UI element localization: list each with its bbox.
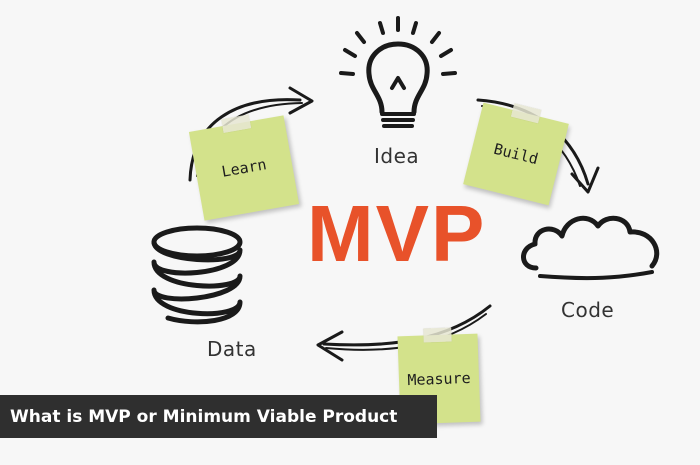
cloud-icon xyxy=(521,215,660,281)
center-title: MVP xyxy=(307,189,487,278)
note-label-learn: Learn xyxy=(220,155,268,181)
tape xyxy=(423,327,452,343)
caption-text: What is MVP or Minimum Viable Product xyxy=(10,406,398,427)
caption-bar: What is MVP or Minimum Viable Product xyxy=(0,395,437,438)
node-label-data: Data xyxy=(207,337,257,361)
node-label-idea: Idea xyxy=(374,144,420,168)
note-label-measure: Measure xyxy=(407,368,471,390)
note-label-build: Build xyxy=(491,139,541,169)
sticky-note-learn: Learn xyxy=(188,114,300,221)
database-icon xyxy=(151,225,243,325)
lightbulb-icon xyxy=(339,16,457,128)
node-label-code: Code xyxy=(561,298,615,322)
